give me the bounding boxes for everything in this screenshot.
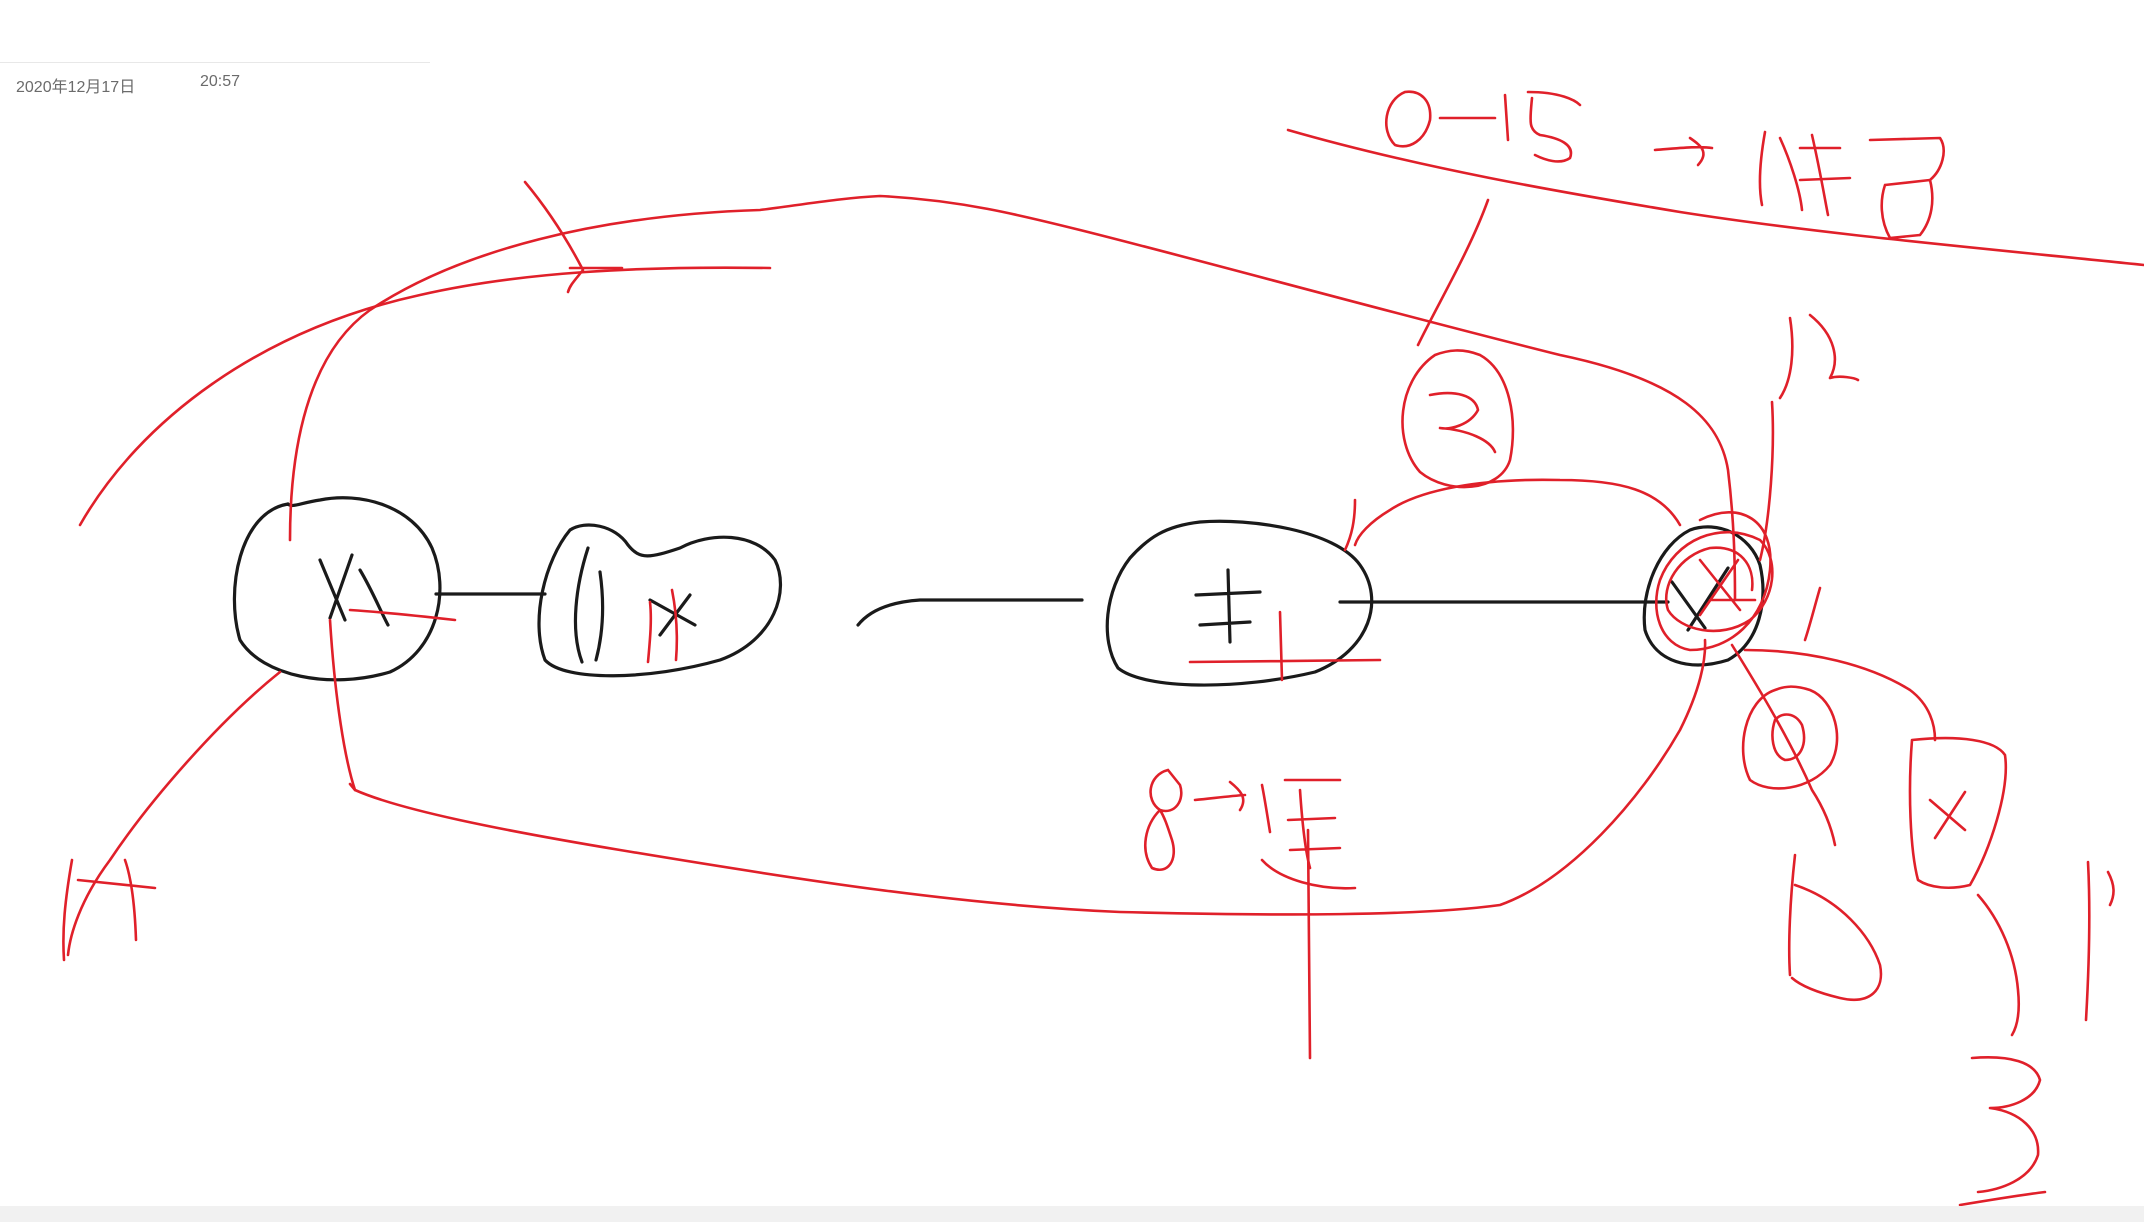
red-left-arc [78,266,772,527]
red-arrow-8 [1193,780,1247,812]
red-ground-stub [348,782,357,792]
red-node-1-mark [348,608,457,622]
red-bottom-right-stroke [1958,1190,2047,1207]
red-text-liu [1868,136,1945,240]
red-text-arrow [1653,136,1714,167]
red-arrow-to-node-3-head [1343,498,1357,552]
red-glyph-2 [1778,313,1860,400]
red-glyph-0 [1771,713,1806,762]
header-divider [0,62,430,63]
red-node-4-marks [1698,558,1757,617]
red-glyph-1 [1803,586,1822,642]
red-outer-loop-bottom [328,618,1707,916]
red-text-15 [1503,90,1582,163]
node-4-glyph [1670,566,1730,632]
red-node-3-mark [1188,610,1382,682]
node-1-glyph [318,553,390,627]
red-node-2-mark [646,588,679,664]
red-line-down-b [1730,643,1837,847]
red-tail [1976,893,2021,1037]
red-glyph-3 [1428,391,1497,454]
red-blob-0 [1741,685,1839,790]
red-curve-right [1743,648,1937,742]
red-ink-layer [62,90,2144,1207]
red-bottom-left-glyph [62,858,157,962]
node-1-circle [232,496,442,682]
red-glyph-lian [1260,778,1357,890]
red-bottom-left-line [66,670,282,957]
red-blob-3 [1401,349,1515,489]
note-time: 20:57 [200,73,241,90]
red-connector-top [1416,198,1490,347]
red-glyph-3-bottom [1970,1056,2042,1194]
red-arrow-head [523,180,585,294]
node-2-glyph [648,593,697,637]
red-text-0 [1385,90,1432,148]
link-2-3 [856,598,1084,627]
node-2-inner-stroke [573,546,605,664]
bottom-scroll-bar[interactable] [0,1206,2144,1222]
red-text-bao [1758,130,1852,217]
red-top-right-line [1286,128,2144,267]
red-vertical-stem [1306,828,1312,1060]
red-arrow-to-node-3 [1353,478,1682,547]
node-3-glyph [1194,568,1262,644]
red-outer-loop [288,194,1737,602]
red-box [1908,736,2008,890]
red-glyph-B [1787,853,1883,1001]
note-date: 2020年12月17日 [16,79,136,96]
red-box-glyph [1928,790,1967,840]
node-3-blob [1105,519,1374,687]
red-glyph-y [2084,860,2115,1022]
node-4-circle [1642,525,1765,667]
red-glyph-8 [1144,768,1183,871]
black-ink-layer [232,496,1765,687]
node-2-blob [537,523,783,678]
red-node-4-scribble [1655,511,1774,652]
